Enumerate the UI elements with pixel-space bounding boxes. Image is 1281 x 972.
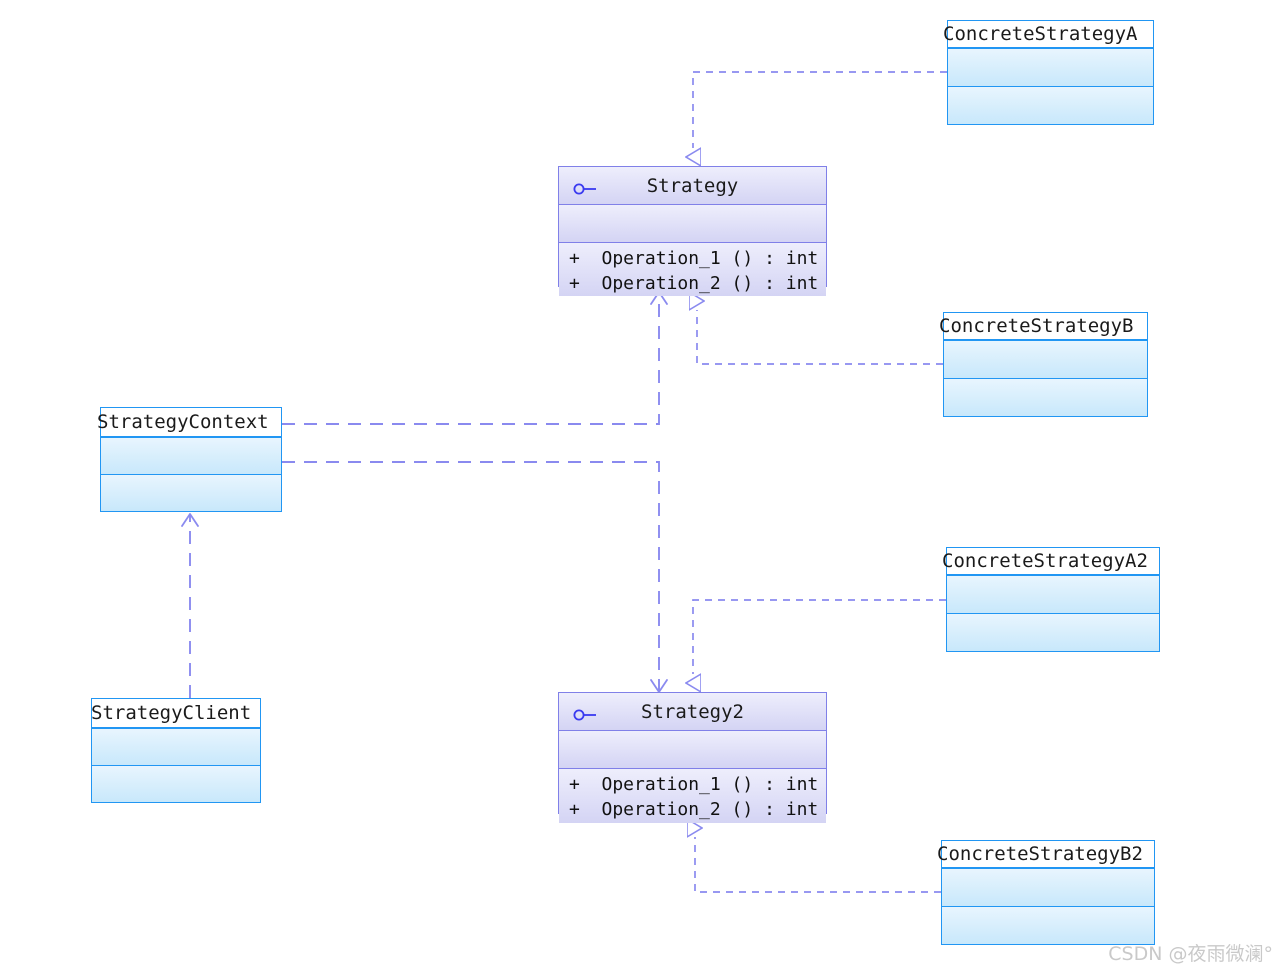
- class-name-label: ConcreteStrategyA2: [942, 550, 1148, 572]
- operation-item: + Operation_1 () : int: [569, 774, 819, 795]
- class-name-label: ConcreteStrategyB2: [937, 843, 1143, 865]
- class-operations-row: [948, 86, 1153, 124]
- interface-node-strategy[interactable]: Strategy + Operation_1 () : int + Operat…: [558, 166, 827, 296]
- class-name-label: ConcreteStrategyB: [939, 315, 1134, 337]
- class-title-row: ConcreteStrategyA2: [942, 548, 1159, 575]
- class-name-label: ConcreteStrategyA: [943, 23, 1138, 45]
- operation-item: + Operation_2 () : int: [569, 273, 819, 294]
- interface-title-row: Strategy: [559, 167, 826, 204]
- interface-operations-row: + Operation_1 () : int + Operation_2 () …: [559, 242, 826, 296]
- class-name-label: StrategyClient: [91, 702, 252, 724]
- edge-concrete-b2-realizes-strategy2: [695, 837, 941, 893]
- class-node-concrete-strategy-a2[interactable]: ConcreteStrategyA2: [942, 547, 1160, 652]
- class-operations-row: [942, 906, 1154, 944]
- class-node-strategy-context[interactable]: StrategyContext: [97, 407, 282, 512]
- class-attributes-row: [92, 728, 260, 765]
- edge-concrete-a2-realizes-strategy2: [693, 599, 946, 674]
- class-operations-row: [944, 378, 1147, 416]
- interface-lollipop-icon: [572, 706, 598, 720]
- class-node-strategy-client[interactable]: StrategyClient: [91, 698, 261, 803]
- class-node-concrete-strategy-a[interactable]: ConcreteStrategyA: [943, 20, 1154, 125]
- interface-name-label: Strategy: [646, 175, 739, 197]
- class-title-row: ConcreteStrategyA: [943, 21, 1153, 48]
- class-node-concrete-strategy-b2[interactable]: ConcreteStrategyB2: [937, 840, 1155, 945]
- class-attributes-row: [948, 48, 1153, 86]
- class-operations-row: [92, 765, 260, 802]
- class-operations-row: [947, 613, 1159, 651]
- class-attributes-row: [942, 868, 1154, 906]
- operation-item: + Operation_1 () : int: [569, 248, 819, 269]
- class-node-concrete-strategy-b[interactable]: ConcreteStrategyB: [939, 312, 1148, 417]
- interface-operations-row: + Operation_1 () : int + Operation_2 () …: [559, 768, 826, 823]
- class-operations-row: [101, 474, 281, 511]
- class-attributes-row: [101, 437, 281, 474]
- operation-item: + Operation_2 () : int: [569, 799, 819, 820]
- interface-node-strategy2[interactable]: Strategy2 + Operation_1 () : int + Opera…: [558, 692, 827, 823]
- class-attributes-row: [947, 575, 1159, 613]
- interface-title-row: Strategy2: [559, 693, 826, 730]
- interface-attributes-row: [559, 204, 826, 242]
- class-title-row: ConcreteStrategyB: [939, 313, 1147, 340]
- class-title-row: StrategyContext: [97, 408, 281, 437]
- interface-name-label: Strategy2: [641, 701, 744, 723]
- edge-concrete-b-realizes-strategy: [697, 310, 943, 365]
- interface-attributes-row: [559, 730, 826, 768]
- csdn-watermark: CSDN @夜雨微澜°: [1108, 943, 1273, 965]
- class-title-row: ConcreteStrategyB2: [937, 841, 1154, 868]
- edge-concrete-a-realizes-strategy: [693, 71, 947, 148]
- interface-lollipop-icon: [572, 180, 598, 194]
- edge-context-uses-strategy2: [282, 461, 668, 693]
- class-attributes-row: [944, 340, 1147, 378]
- edge-context-uses-strategy: [282, 291, 668, 425]
- class-title-row: StrategyClient: [91, 699, 260, 728]
- class-name-label: StrategyContext: [97, 411, 269, 433]
